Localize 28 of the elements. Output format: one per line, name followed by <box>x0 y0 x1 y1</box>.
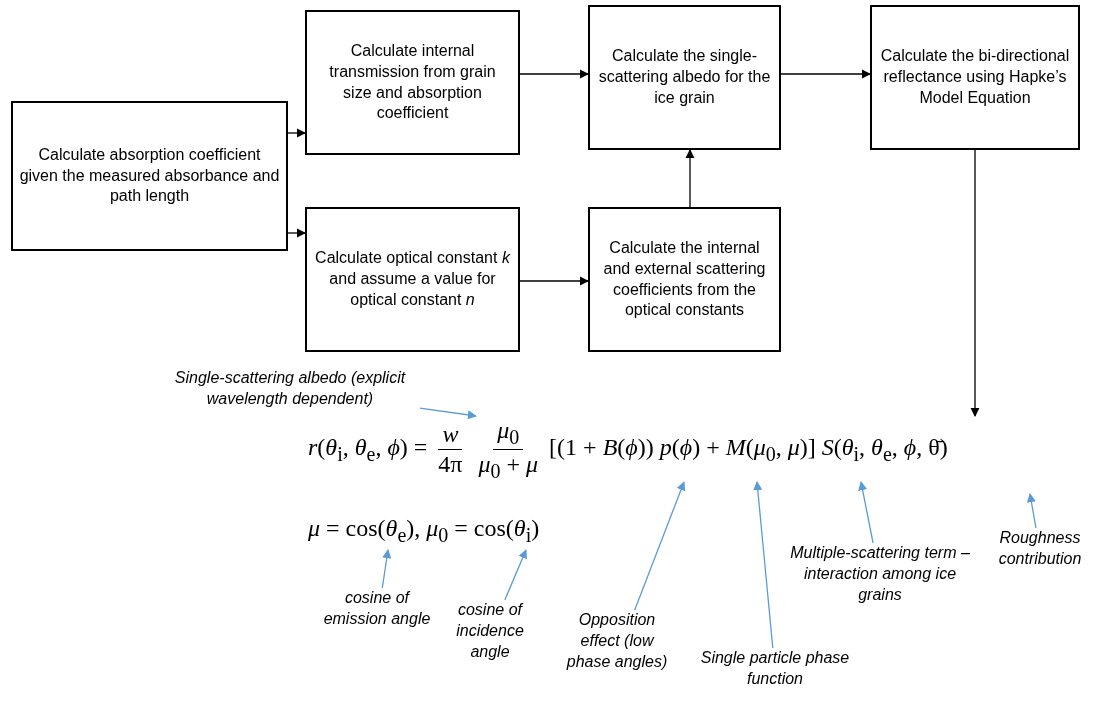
arrow <box>970 149 980 417</box>
process-box: Calculate the single-scattering albedo for the ice grain <box>588 5 781 150</box>
annotation-text: cosine of emission angle <box>322 588 432 658</box>
leader-arrow <box>381 549 392 589</box>
leader-arrow <box>634 481 686 611</box>
annotation-text: Single particle phase function <box>700 648 850 694</box>
leader-arrow <box>753 481 774 649</box>
arrow <box>519 276 589 286</box>
leader-arrow <box>1026 493 1037 529</box>
leader-arrow <box>419 407 477 420</box>
equation: μ = cos(θ$_{e}$), μ$_{0}$ = cos(θ$_{i}$) <box>305 510 645 550</box>
arrow <box>287 128 306 138</box>
arrow <box>519 69 589 79</box>
process-box: Calculate optical constant k and assume a value for optical constant n <box>305 207 520 352</box>
arrow <box>780 69 871 79</box>
annotation-text: Multiple-scattering term – interaction among ice grains <box>780 543 980 613</box>
process-box: Calculate the bi-directional reflectance using Hapke’s Model Equation <box>870 5 1080 150</box>
annotation-text: Opposition effect (low phase angles) <box>562 610 672 702</box>
leader-arrow <box>504 549 527 601</box>
arrow <box>685 149 695 208</box>
process-box: Calculate internal transmission from grain size and absorption coefficient <box>305 10 520 155</box>
process-box: Calculate the internal and external scattering coefficients from the optical constants <box>588 207 781 352</box>
annotation-text: Roughness contribution <box>985 528 1095 574</box>
annotation-text: cosine of incidence angle <box>435 600 545 670</box>
leader-arrow <box>858 481 874 544</box>
annotation-text: Single-scattering albedo (explicit wavelength dependent) <box>160 368 420 412</box>
arrow <box>287 228 306 238</box>
process-box: Calculate absorption coefficient given the measured absorbance and path length <box>11 101 288 251</box>
